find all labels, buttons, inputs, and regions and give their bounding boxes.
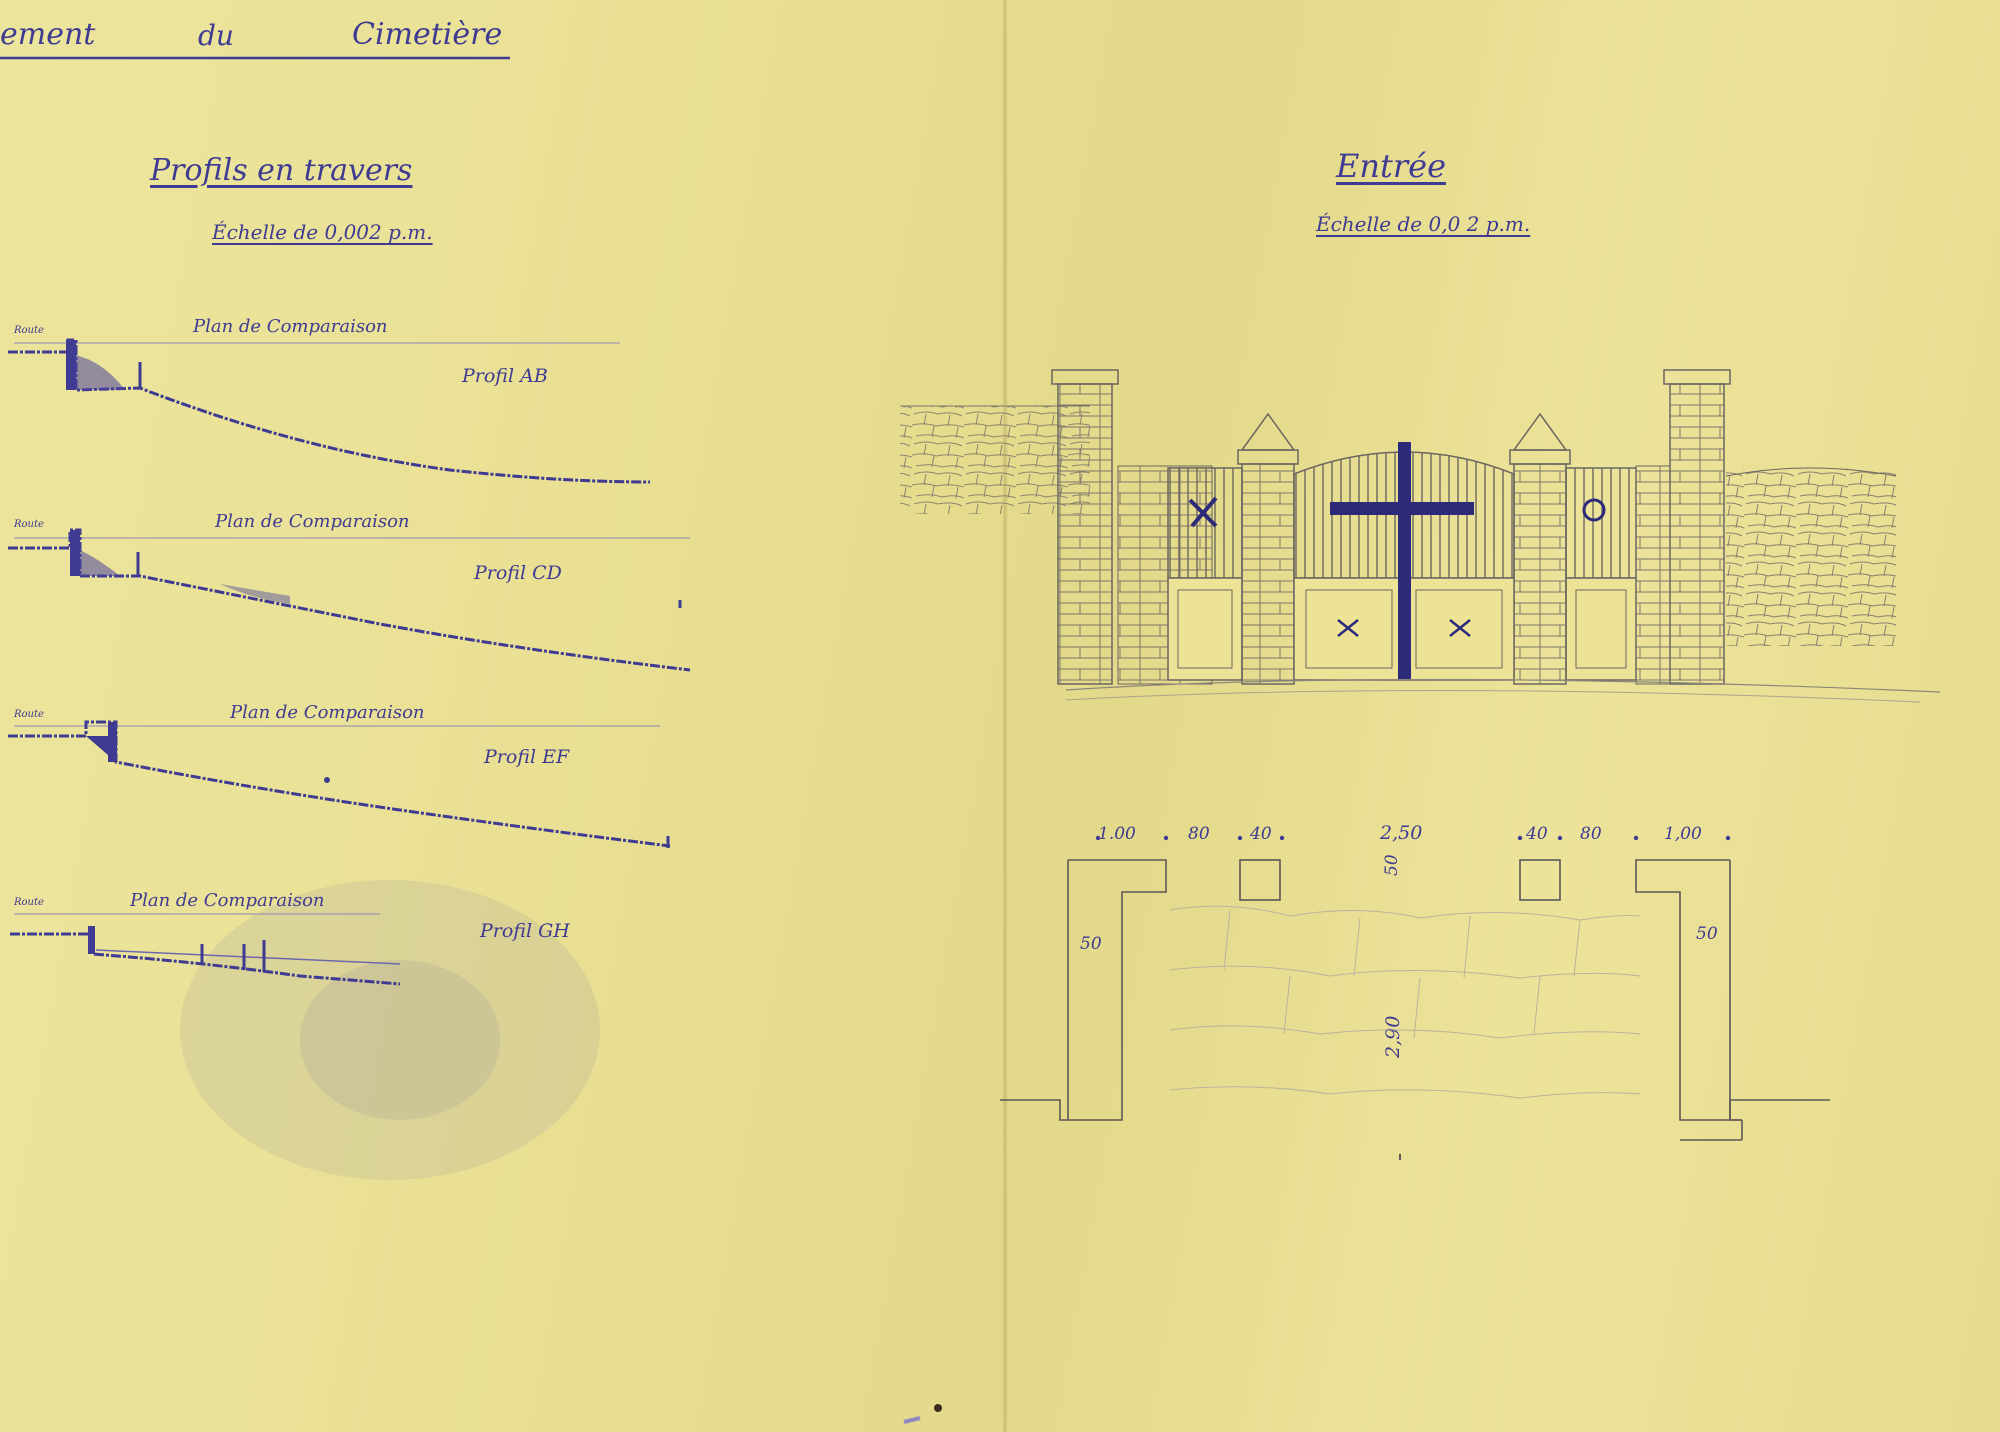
profile-ef-plan-label: Plan de Comparaison bbox=[230, 702, 425, 723]
ink-mark bbox=[903, 1404, 942, 1424]
profile-ab-label: Profil AB bbox=[462, 365, 548, 387]
profile-ef-road-label: Route bbox=[14, 709, 44, 720]
header-title-right: Cimetière bbox=[352, 17, 503, 52]
dim-pillar-left: 1.00 bbox=[1098, 824, 1136, 844]
ink-blot bbox=[180, 880, 600, 1180]
profile-ef-drawing bbox=[8, 720, 671, 848]
dim-wall-right: 80 bbox=[1580, 824, 1602, 844]
ink-blot bbox=[300, 960, 500, 1120]
profile-gh-drawing bbox=[10, 913, 401, 986]
profile-gh-plan-label: Plan de Comparaison bbox=[130, 890, 325, 911]
paper-fold bbox=[1002, 0, 1008, 1432]
dim-post-left: 40 bbox=[1250, 824, 1272, 844]
profile-ef-label: Profil EF bbox=[484, 746, 570, 768]
profile-gh-label: Profil GH bbox=[480, 920, 570, 942]
profile-ab-plan-label: Plan de Comparaison bbox=[193, 316, 388, 337]
dim-pillar-right: 1,00 bbox=[1664, 824, 1702, 844]
profile-ab-drawing bbox=[8, 338, 651, 484]
profiles-title: Profils en travers bbox=[150, 153, 413, 188]
profile-cd-label: Profil CD bbox=[474, 562, 562, 584]
profiles-scale: Échelle de 0,002 p.m. bbox=[212, 220, 433, 244]
dim-wall-left: 80 bbox=[1188, 824, 1210, 844]
header-title-mid: du bbox=[198, 19, 234, 52]
entrance-plan bbox=[1000, 835, 1830, 1160]
dim-side-left: 50 bbox=[1080, 934, 1102, 954]
profile-cd-drawing bbox=[8, 528, 691, 672]
profile-cd-road-label: Route bbox=[14, 519, 44, 530]
profile-cd-plan-label: Plan de Comparaison bbox=[215, 511, 410, 532]
entrance-elevation bbox=[900, 369, 1940, 703]
header-title-left: ement bbox=[0, 17, 96, 52]
profile-ab-road-label: Route bbox=[14, 325, 44, 336]
profile-gh-road-label: Route bbox=[14, 897, 44, 908]
dim-gate-width: 2,50 bbox=[1380, 822, 1423, 844]
entrance-title: Entrée bbox=[1336, 147, 1446, 185]
entrance-scale: Échelle de 0,0 2 p.m. bbox=[1316, 212, 1531, 236]
dim-side-right: 50 bbox=[1696, 924, 1718, 944]
dim-post-right: 40 bbox=[1526, 824, 1548, 844]
header-underline bbox=[0, 56, 510, 60]
